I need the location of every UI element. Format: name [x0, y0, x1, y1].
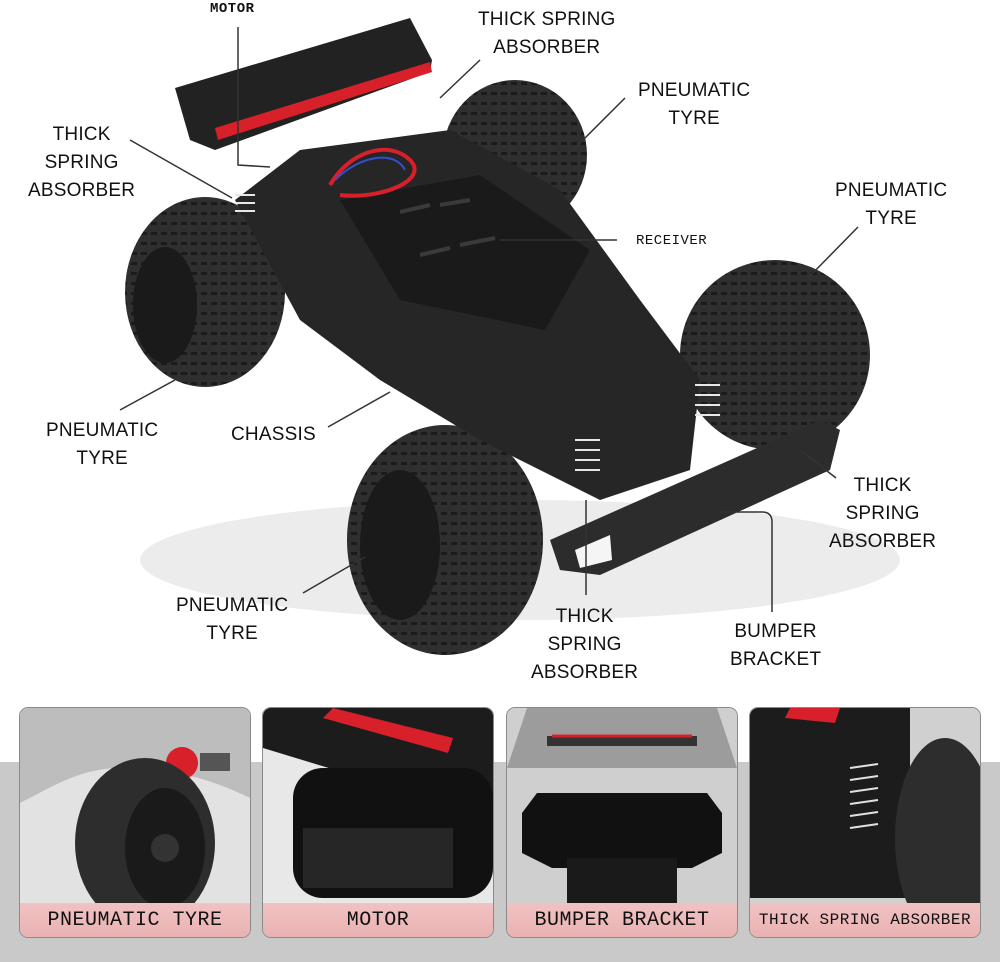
callout-spring-right: THICK SPRING ABSORBER: [829, 475, 937, 552]
panel-caption: MOTOR: [263, 903, 493, 937]
callout-tyre-front-left: PNEUMATIC TYRE: [176, 595, 289, 644]
leader-spring-right: [799, 449, 837, 479]
leader-spring-top: [439, 59, 481, 99]
callout-receiver: RECEIVER: [636, 233, 708, 249]
callout-spring-bottom: THICK SPRING ABSORBER: [531, 606, 639, 683]
bumper-closeup-image: [507, 708, 737, 937]
rc-truck-illustration: [119, 18, 900, 655]
leader-tyre-front-right: [807, 226, 859, 279]
callout-spring-left: THICK SPRING ABSORBER: [28, 124, 136, 201]
leader-bumper: [718, 511, 773, 612]
callout-spring-top: THICK SPRING ABSORBER: [478, 9, 616, 58]
leader-tyre-front-left: [302, 556, 366, 594]
leader-chassis: [327, 391, 391, 428]
detail-panel-bumper: BUMPER BRACKET: [507, 708, 737, 937]
tyre-front-left: [347, 425, 543, 655]
leader-tyre-rear-right: [574, 97, 626, 149]
leader-motor: [237, 27, 271, 168]
detail-panel-spring: THICK SPRING ABSORBER: [750, 708, 980, 937]
tyre-rear-left: [125, 197, 285, 387]
callout-tyre-rear-right: PNEUMATIC TYRE: [638, 80, 751, 129]
detail-panel-motor: MOTOR: [263, 708, 493, 937]
panel-caption: THICK SPRING ABSORBER: [750, 903, 980, 937]
panel-caption: PNEUMATIC TYRE: [20, 903, 250, 937]
motor-closeup-image: [263, 708, 493, 937]
callout-motor: MOTOR: [210, 1, 255, 17]
callout-tyre-front-right: PNEUMATIC TYRE: [835, 180, 948, 229]
leader-spring-left: [129, 139, 233, 199]
detail-panel-tyre: PNEUMATIC TYRE: [20, 708, 250, 937]
panel-caption: BUMPER BRACKET: [507, 903, 737, 937]
callout-chassis: CHASSIS: [231, 424, 316, 445]
spring-closeup-image: [750, 708, 980, 937]
leader-tyre-rear-left: [119, 379, 176, 411]
callout-tyre-rear-left: PNEUMATIC TYRE: [46, 420, 159, 469]
callout-bumper-bracket: BUMPER BRACKET: [730, 621, 822, 670]
tyre-front-right: [680, 260, 870, 450]
tyre-closeup-image: [20, 708, 250, 937]
